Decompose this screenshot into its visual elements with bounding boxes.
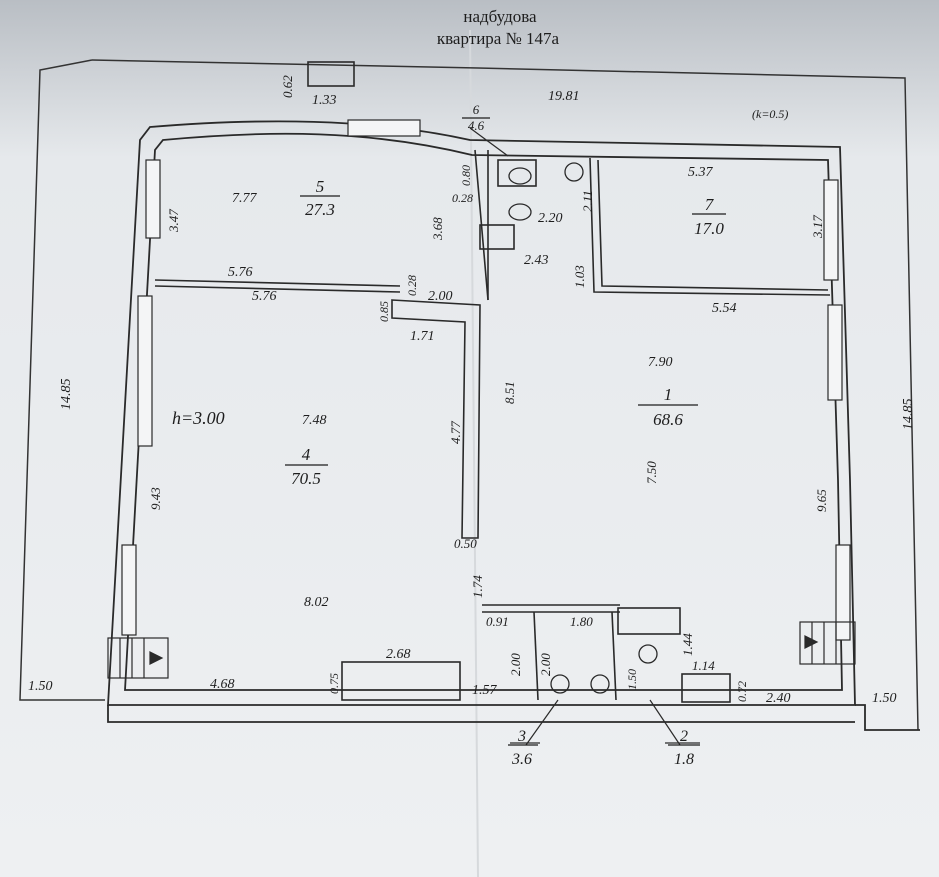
windows	[121, 119, 851, 641]
dim-label: 2.20	[538, 211, 563, 226]
stairs-left	[107, 637, 169, 679]
room-5-number: 5	[316, 177, 325, 196]
dim-label: 8.02	[304, 595, 329, 610]
dim-label: 2.00	[538, 653, 553, 676]
room-7-number: 7	[705, 195, 715, 214]
dim-label: 2.11	[580, 190, 595, 212]
coefficient-label: (k=0.5)	[752, 107, 788, 121]
dim-label: 1.74	[470, 575, 485, 598]
dim-label: 1.50	[625, 669, 639, 690]
dim-label: 0.50	[454, 536, 477, 551]
dimension-labels: 1.33 19.81 7.77 0.28 2.20 5.37 5.76 5.76…	[28, 75, 916, 706]
dim-label: 5.76	[228, 265, 253, 280]
dim-label: 0.91	[486, 614, 509, 629]
dim-label: 14.85	[901, 399, 916, 431]
dim-label: 1.03	[572, 265, 587, 288]
toilet-icon	[508, 162, 658, 694]
dim-label: 3.17	[810, 215, 825, 239]
dim-label: 4.77	[448, 421, 463, 444]
dim-label: 1.80	[570, 614, 593, 629]
partitions	[154, 61, 831, 703]
dim-label: 5.37	[688, 165, 714, 180]
room-1-area: 68.6	[653, 410, 683, 429]
ceiling-height-label: h=3.00	[172, 408, 225, 428]
dim-label: 0.62	[280, 75, 295, 98]
dim-label: 7.77	[232, 191, 258, 206]
dim-label: 5.54	[712, 301, 737, 316]
dim-label: 2.00	[508, 653, 523, 676]
dim-label: 19.81	[548, 89, 580, 104]
dim-label: 7.48	[302, 413, 327, 428]
dim-label: 1.50	[28, 679, 53, 694]
room-7-area: 17.0	[694, 219, 724, 238]
dim-label: 14.85	[59, 379, 74, 411]
dim-label: 0.72	[735, 681, 749, 702]
dim-label: 7.50	[644, 461, 659, 484]
header-line2: квартира № 147а	[437, 29, 560, 48]
dim-label: 3.68	[430, 217, 445, 241]
room-4-number: 4	[302, 445, 311, 464]
dim-label: 0.85	[377, 301, 391, 322]
dim-label: 1.33	[312, 93, 337, 108]
room-4-area: 70.5	[291, 469, 321, 488]
dim-label: 9.65	[814, 489, 829, 512]
dim-label: 1.71	[410, 329, 435, 344]
dim-label: 8.51	[502, 381, 517, 404]
dim-label: 2.40	[766, 691, 791, 706]
dim-label: 0.80	[459, 165, 473, 186]
stairs-right	[799, 621, 856, 665]
room-2-number: 2	[680, 728, 688, 745]
dim-label: 2.00	[428, 289, 453, 304]
room-6-number: 6	[473, 102, 480, 117]
dim-label: 7.90	[648, 355, 673, 370]
room-fraction-bars	[285, 117, 726, 746]
outer-boundary-left	[19, 59, 105, 701]
dim-label: 0.28	[405, 275, 419, 296]
room-5-area: 27.3	[305, 200, 335, 219]
paper-fold	[469, 29, 479, 877]
room-1-number: 1	[664, 385, 673, 404]
dim-label: 1.44	[680, 633, 695, 656]
dim-label: 9.43	[148, 487, 163, 510]
dim-label: 2.68	[386, 647, 411, 662]
outer-boundary	[91, 59, 919, 731]
room-2-area: 1.8	[674, 751, 694, 768]
room-3-area: 3.6	[511, 751, 532, 768]
dim-label: 1.57	[472, 683, 498, 698]
leader-lines	[469, 127, 700, 746]
dim-label: 1.14	[692, 658, 715, 673]
room-6-area: 4.6	[468, 118, 485, 133]
room-3-number: 3	[517, 728, 526, 745]
dim-label: 5.76	[252, 289, 277, 304]
dim-label: 1.50	[872, 691, 897, 706]
header-line1: надбудова	[463, 7, 537, 26]
dim-label: 0.75	[327, 673, 341, 694]
dim-label: 4.68	[210, 677, 235, 692]
dim-label: 3.47	[166, 209, 181, 233]
dim-label: 0.28	[452, 191, 473, 205]
dim-label: 2.43	[524, 253, 549, 268]
